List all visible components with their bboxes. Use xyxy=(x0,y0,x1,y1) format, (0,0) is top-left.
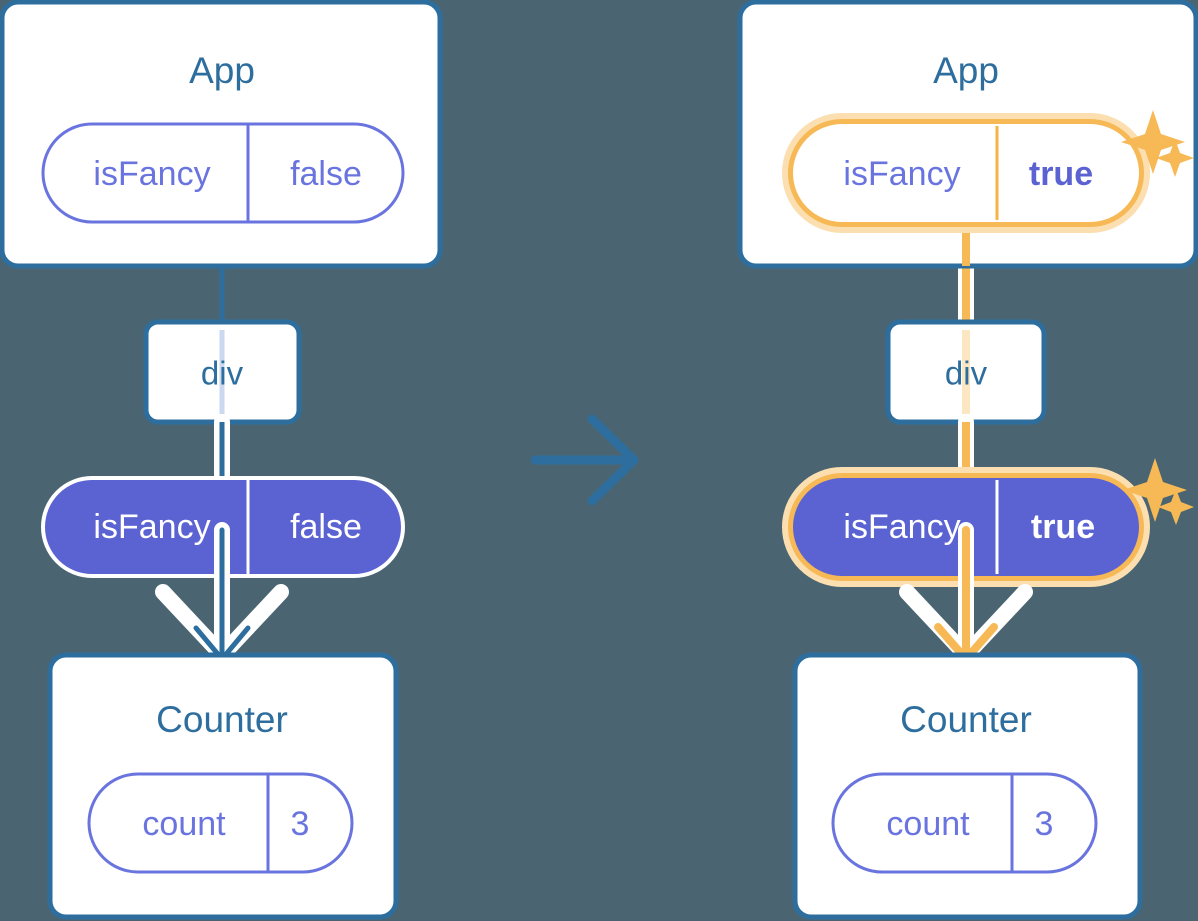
pill-value-count-after: 3 xyxy=(1035,805,1054,843)
pill-name-app-after: isFancy xyxy=(843,155,960,193)
sparkle-large-icon-props xyxy=(1123,458,1187,522)
sparkle-group-props-after xyxy=(1123,458,1194,525)
counter-box-title-after: Counter xyxy=(900,699,1032,740)
sparkle-group-app-after xyxy=(1121,110,1194,177)
pill-name-props-before: isFancy xyxy=(93,508,210,546)
pill-value-props-after: true xyxy=(1031,508,1095,546)
sparkle-large-icon-app xyxy=(1121,110,1185,174)
pill-name-props-after: isFancy xyxy=(843,508,960,546)
pill-name-count-before: count xyxy=(142,805,226,843)
app-box-title-before: App xyxy=(189,50,255,91)
pill-count-before xyxy=(87,772,354,874)
pill-name-app-before: isFancy xyxy=(93,155,210,193)
sparkle-small-icon-app xyxy=(1156,139,1194,177)
app-box-title-after: App xyxy=(933,50,999,91)
pill-value-app-after: true xyxy=(1029,155,1093,193)
sparkle-small-icon-props xyxy=(1158,489,1194,525)
pill-count-after xyxy=(831,772,1098,874)
panel-after: App isFancy true div xyxy=(737,0,1198,920)
div-label-after: div xyxy=(945,355,988,392)
div-label-before: div xyxy=(201,355,244,392)
pill-value-props-before: false xyxy=(290,508,362,546)
transition-arrow-group xyxy=(530,414,639,506)
counter-box-title-before: Counter xyxy=(156,699,288,740)
panel-before: App isFancy false div isFancy false xyxy=(0,0,443,920)
pill-name-count-after: count xyxy=(886,805,970,843)
pill-value-app-before: false xyxy=(290,155,362,193)
arrow-right-icon xyxy=(530,414,639,506)
pill-value-count-before: 3 xyxy=(291,805,310,843)
pill-isfancy-app-after xyxy=(793,124,1139,222)
pill-isfancy-app-before xyxy=(41,122,405,224)
